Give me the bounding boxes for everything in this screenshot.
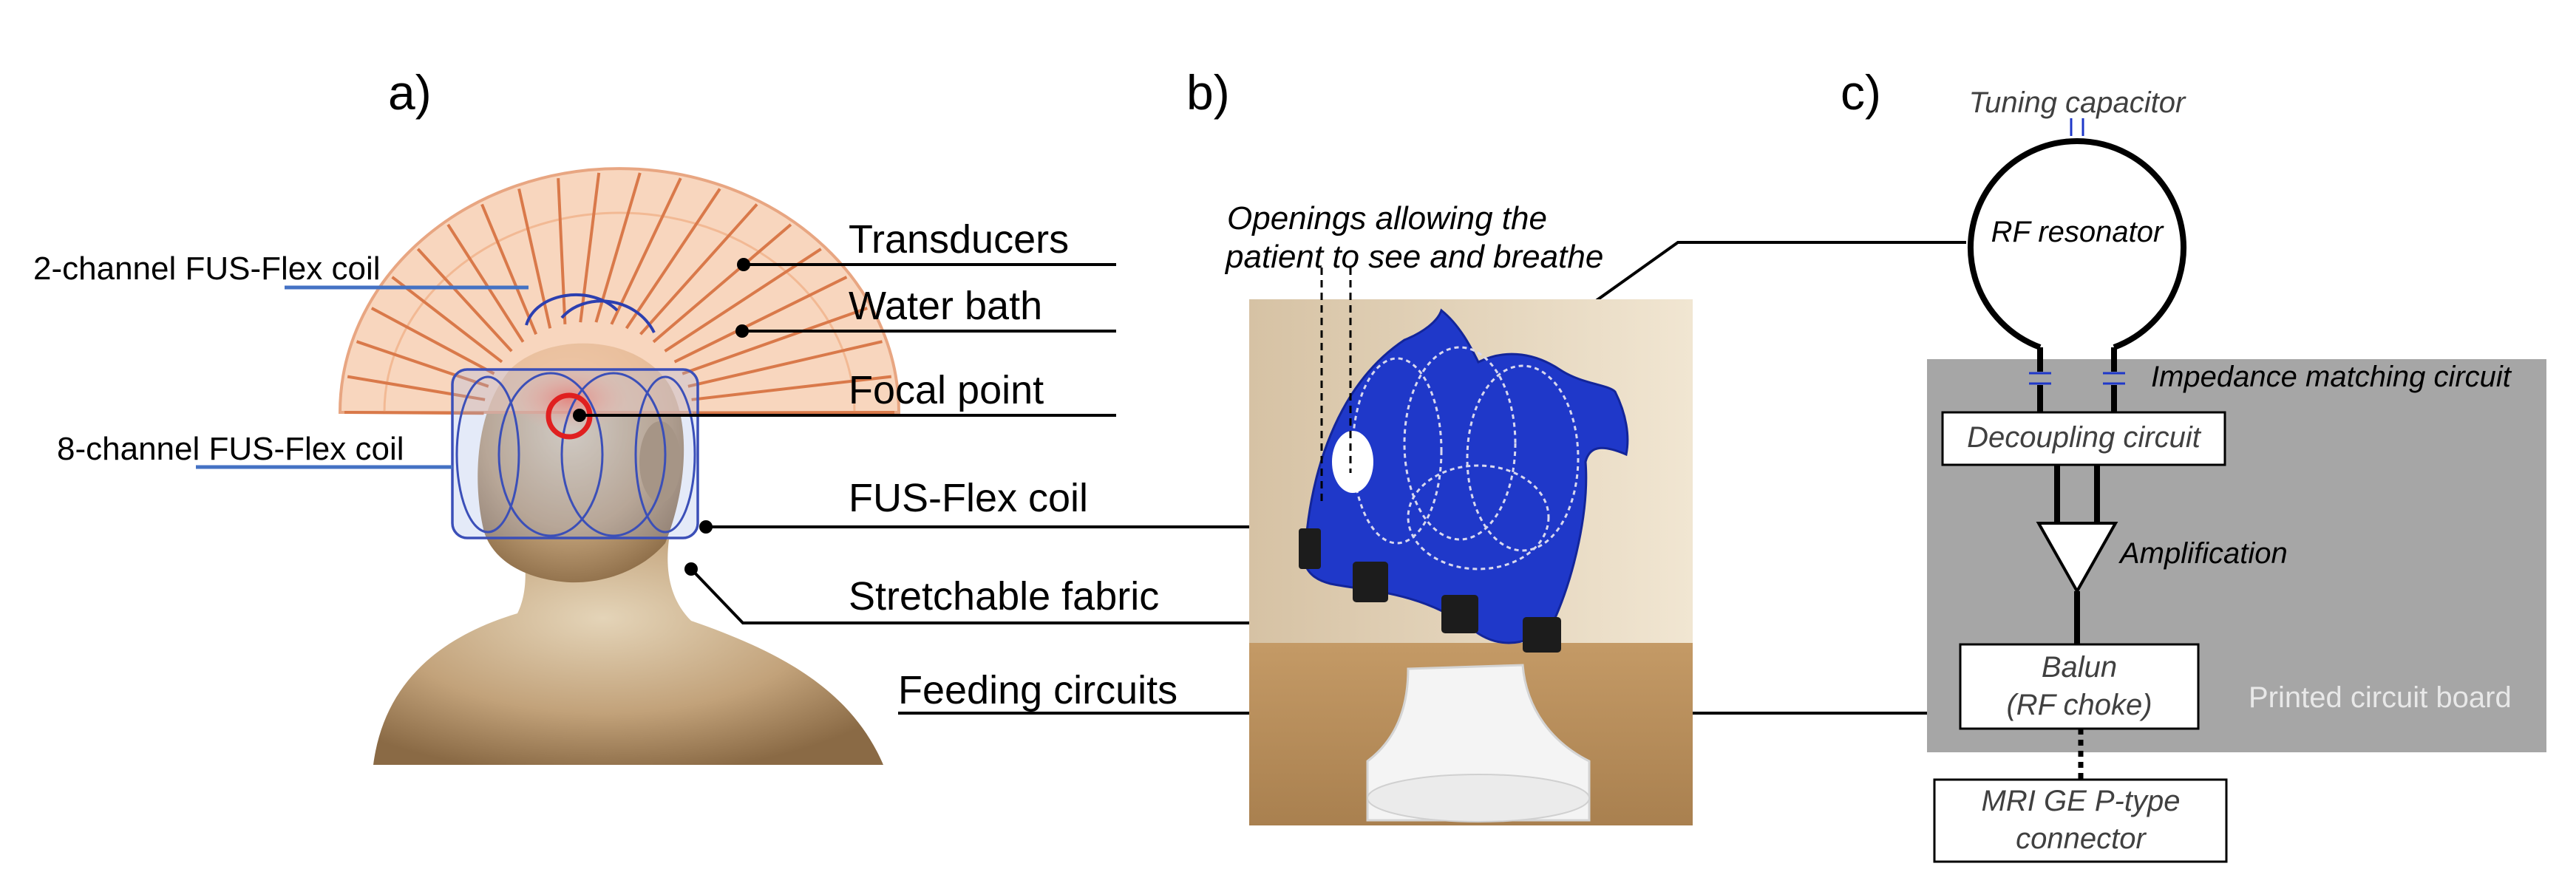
- cap-opening: [1332, 431, 1373, 493]
- label-feeding-circuits: Feeding circuits: [898, 668, 1177, 712]
- water-bath-inner: [383, 211, 856, 413]
- transducer-ray: [557, 178, 567, 324]
- transducer-ray: [446, 223, 525, 343]
- transducer-rays: [344, 172, 895, 415]
- rf-resonator-loop: [1968, 138, 2186, 358]
- torso: [373, 539, 883, 765]
- transducer-ray: [391, 276, 503, 364]
- pcb-label: Printed circuit board: [2249, 681, 2512, 714]
- openings-label-line1: Openings allowing the: [1227, 200, 1547, 236]
- tuning-capacitor-gap: [2066, 118, 2088, 136]
- transducer-ray: [691, 375, 892, 401]
- transducer-ray: [579, 172, 601, 323]
- decoupling-circuit-box: [1941, 411, 2226, 466]
- transducer-ray: [356, 340, 489, 388]
- eight-channel-coil-loops: [455, 372, 696, 537]
- transducer-ray: [517, 188, 552, 329]
- mannequin-base: [1367, 774, 1590, 822]
- openings-label-line2: patient to see and breathe: [1224, 239, 1603, 275]
- transducer-ray: [693, 411, 895, 415]
- panel-c-circuit: [1927, 118, 2546, 863]
- amplifier-triangle: [2036, 522, 2118, 595]
- transducer-ray: [639, 203, 758, 335]
- transducer-ray: [652, 223, 792, 344]
- feeding-circuit-boxes: [1299, 528, 1561, 653]
- rf-resonator-label: RF resonator: [1991, 216, 2164, 248]
- panel-b-photo: [1249, 268, 1693, 825]
- transducer-ray: [673, 276, 848, 364]
- impedance-capacitors: [2029, 372, 2125, 385]
- eight-channel-coil-label: 8-channel FUS-Flex coil: [57, 431, 404, 467]
- label-water-bath: Water bath: [849, 284, 1042, 328]
- balun-box: [1959, 643, 2200, 730]
- transducer-ray: [687, 340, 883, 388]
- decoupling-circuit-label: Decoupling circuit: [1967, 421, 2202, 454]
- two-channel-coil-label: 2-channel FUS-Flex coil: [33, 251, 381, 287]
- transducer-ray: [682, 307, 868, 375]
- label-focal-point: Focal point: [849, 368, 1044, 412]
- balun-label-line2: (RF choke): [2006, 689, 2152, 721]
- tuning-capacitor-label: Tuning capacitor: [1969, 86, 2186, 119]
- panel-label-b: b): [1186, 65, 1230, 120]
- transducer-ray: [370, 307, 495, 375]
- transducer-ray: [480, 203, 538, 335]
- ear: [639, 421, 681, 503]
- water-bath: [338, 167, 901, 414]
- label-transducers: Transducers: [849, 217, 1069, 262]
- label-stretchable-fabric: Stretchable fabric: [849, 574, 1159, 619]
- impedance-matching-label: Impedance matching circuit: [2151, 361, 2512, 393]
- transducer-ray: [625, 188, 721, 330]
- amplification-label: Amplification: [2118, 537, 2288, 570]
- tuning-capacitor: [2070, 118, 2084, 136]
- panel-label-c: c): [1841, 65, 1881, 120]
- transducer-ray: [416, 248, 513, 352]
- two-channel-coil: [525, 293, 656, 333]
- mri-connector-box: [1933, 778, 2228, 863]
- mri-connector-line1: MRI GE P-type: [1982, 785, 2181, 817]
- mri-connector-line2: connector: [2016, 822, 2147, 855]
- transducer-ray: [610, 177, 682, 325]
- balun-label-line1: Balun: [2042, 651, 2117, 684]
- transducer-ray: [594, 172, 642, 323]
- label-fus-flex-coil: FUS-Flex coil: [849, 476, 1088, 520]
- panel-a-illustration: [196, 167, 901, 765]
- transducer-ray: [347, 375, 486, 401]
- panel-label-a: a): [388, 65, 432, 120]
